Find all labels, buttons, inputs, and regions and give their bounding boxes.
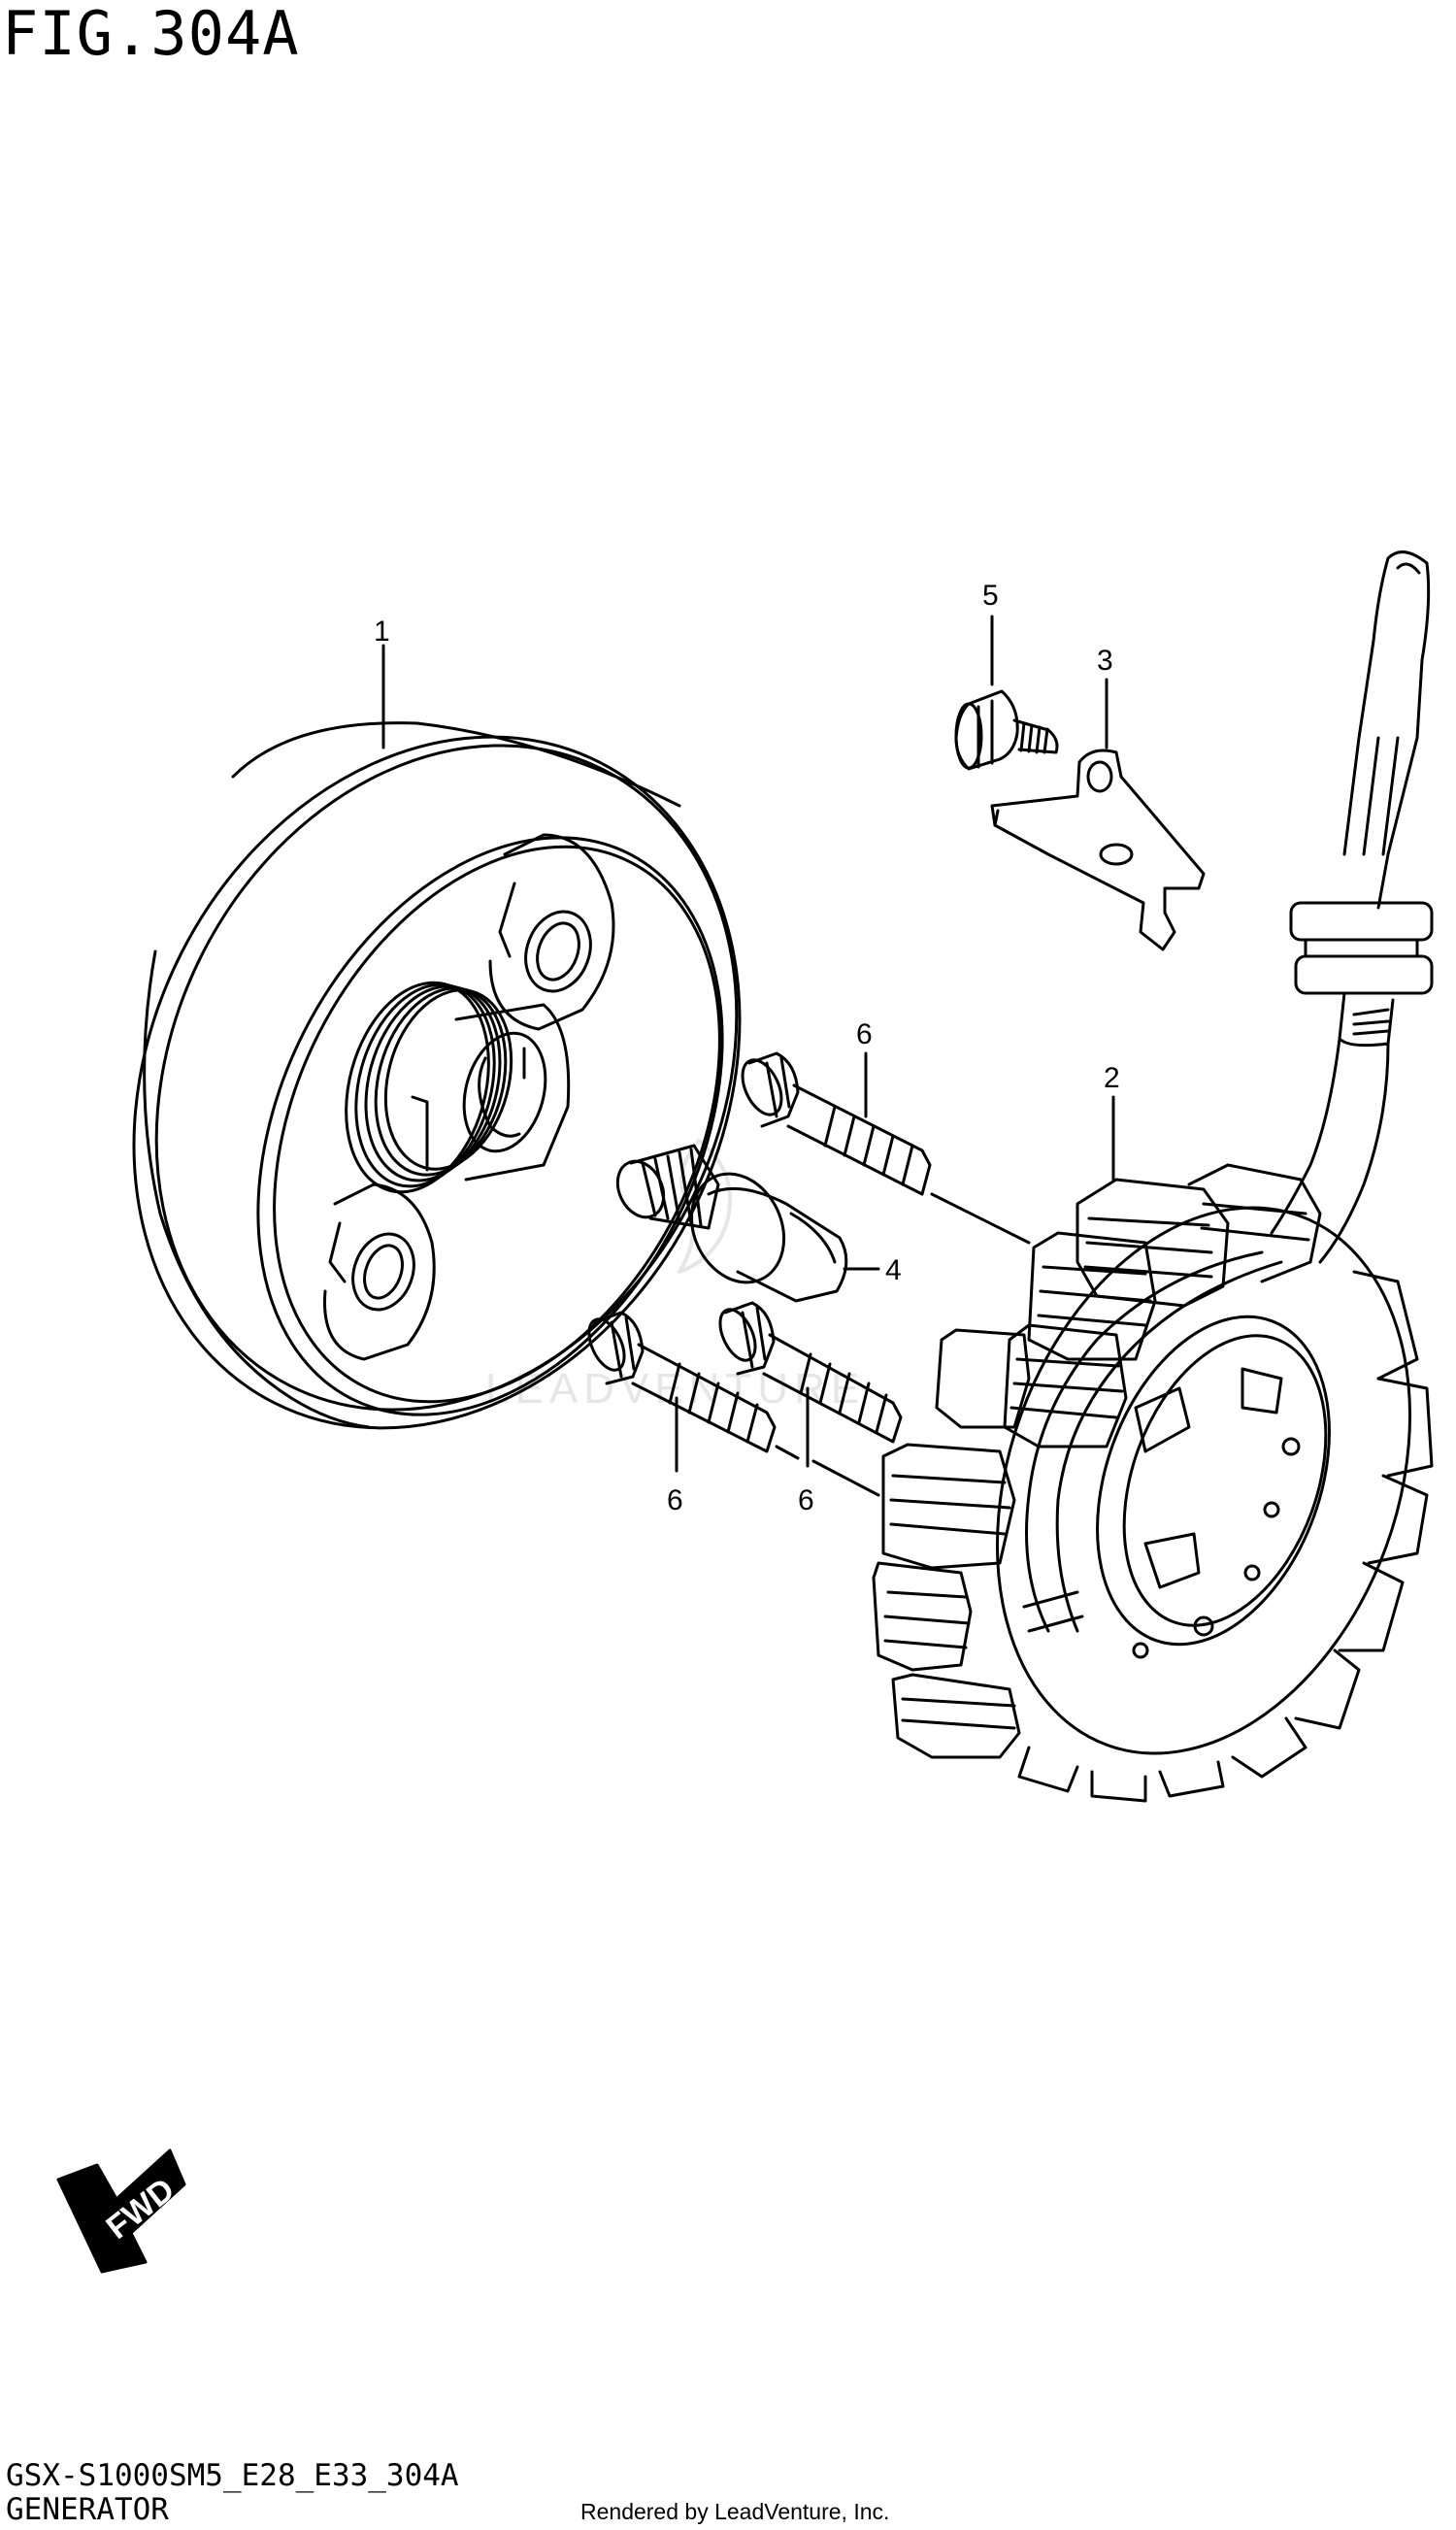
callout-6-lower-right: 6 xyxy=(798,1484,814,1516)
bracket-bolt-part xyxy=(954,689,1059,771)
fwd-arrow-badge: FWD xyxy=(56,2148,186,2274)
stator-bolt-upper-part xyxy=(741,1051,932,1196)
figure-title: FIG.304A xyxy=(2,0,300,69)
rotor-bolt-part xyxy=(615,1144,848,1303)
figure-code: GSX-S1000SM5_E28_E33_304A xyxy=(6,2458,459,2493)
watermark-logo-icon xyxy=(678,1139,732,1274)
callout-6-lower-left: 6 xyxy=(667,1484,683,1516)
stator-part xyxy=(872,550,1434,1803)
callout-2: 2 xyxy=(1104,1062,1120,1094)
leader-line-6-lower-left-to-stator xyxy=(775,1445,800,1460)
callout-5: 5 xyxy=(982,580,999,612)
leader-line-6-upper-to-stator xyxy=(930,1192,1031,1245)
stator-bolt-lower-right-part xyxy=(718,1301,903,1444)
callout-1: 1 xyxy=(374,616,390,648)
rotor-part xyxy=(132,721,742,1430)
bracket-part xyxy=(990,749,1206,951)
render-credit: Rendered by LeadVenture, Inc. xyxy=(580,2499,890,2524)
callout-4: 4 xyxy=(885,1254,902,1286)
leader-line-6-lower-right-to-stator xyxy=(811,1459,880,1497)
callout-3: 3 xyxy=(1097,645,1113,677)
figure-group-name: GENERATOR xyxy=(6,2492,169,2527)
callout-6-upper: 6 xyxy=(856,1018,873,1050)
stator-bolt-lower-left-part xyxy=(587,1311,777,1453)
